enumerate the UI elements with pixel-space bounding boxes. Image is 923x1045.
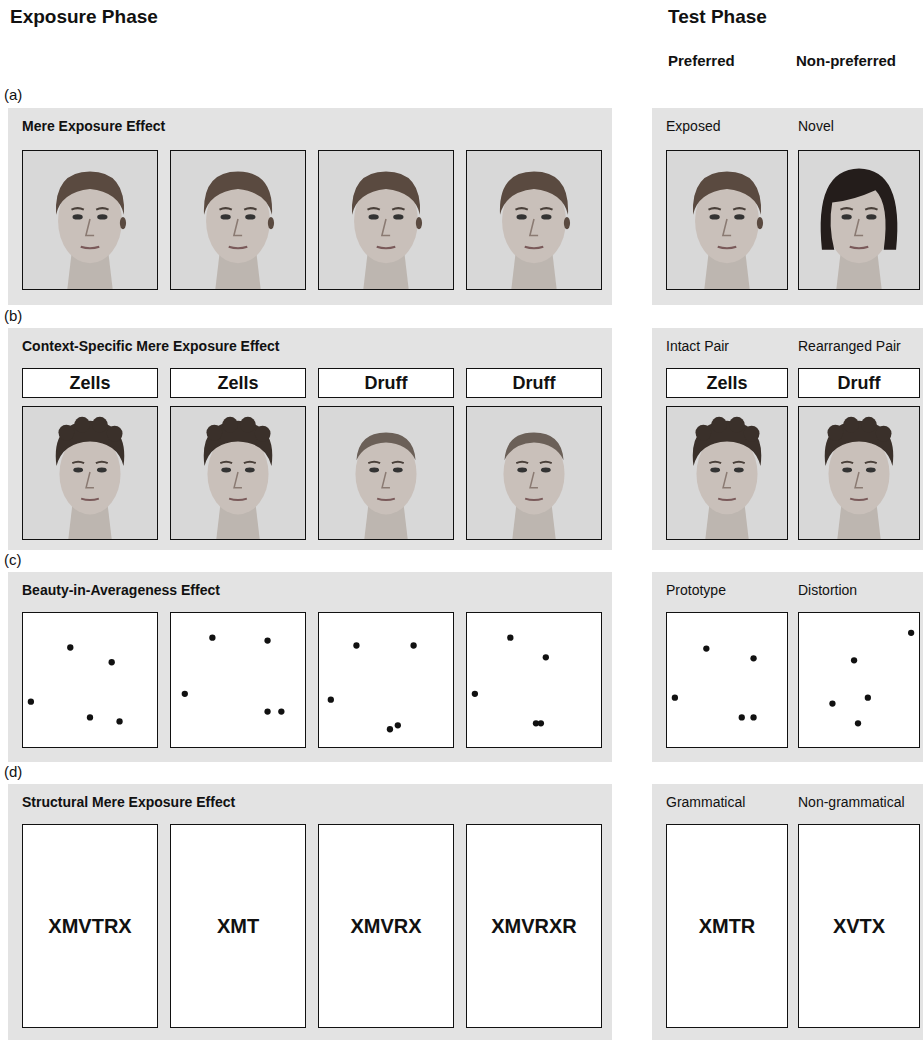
column-label: Grammatical xyxy=(666,794,745,811)
photo-frame xyxy=(798,406,920,540)
dot-pattern xyxy=(799,613,919,747)
face-photo xyxy=(319,151,453,289)
name-label: Zells xyxy=(69,373,110,394)
face-photo xyxy=(799,407,919,539)
column-label: Distortion xyxy=(798,582,857,599)
effect-heading: Context-Specific Mere Exposure Effect xyxy=(22,338,280,355)
phase-heading: Preferred xyxy=(668,52,735,70)
letter-string: XMVRXR xyxy=(491,915,577,938)
dot-frame xyxy=(318,612,454,748)
photo-frame xyxy=(22,406,158,540)
photo-frame xyxy=(170,150,306,290)
photo-frame xyxy=(666,406,788,540)
letter-string-box: XMT xyxy=(170,824,306,1028)
name-label-box: Zells xyxy=(170,368,306,398)
letter-string-box: XVTX xyxy=(798,824,920,1028)
photo-frame xyxy=(466,406,602,540)
name-label-box: Zells xyxy=(22,368,158,398)
letter-string-box: XMTR xyxy=(666,824,788,1028)
dot-pattern xyxy=(171,613,305,747)
letter-string-box: XMVRX xyxy=(318,824,454,1028)
letter-string: XMVTRX xyxy=(48,915,131,938)
dot-frame xyxy=(798,612,920,748)
name-label: Zells xyxy=(217,373,258,394)
panel: Prototype Distortion xyxy=(652,572,923,762)
face-photo xyxy=(23,407,157,539)
name-label: Zells xyxy=(706,373,747,394)
photo-frame xyxy=(318,150,454,290)
panel: Context-Specific Mere Exposure EffectZel… xyxy=(8,328,612,550)
panel: Mere Exposure Effect xyxy=(8,108,612,305)
dot-pattern xyxy=(667,613,787,747)
phase-heading: Exposure Phase xyxy=(10,6,158,29)
photo-frame xyxy=(318,406,454,540)
column-label: Non-grammatical xyxy=(798,794,905,811)
letter-string: XMTR xyxy=(699,915,756,938)
photo-frame xyxy=(798,150,920,290)
dot-frame xyxy=(666,612,788,748)
face-photo xyxy=(467,151,601,289)
letter-string: XMVRX xyxy=(350,915,421,938)
face-photo xyxy=(319,407,453,539)
phase-heading: Test Phase xyxy=(668,6,767,29)
name-label: Druff xyxy=(365,373,408,394)
photo-frame xyxy=(22,150,158,290)
column-label: Prototype xyxy=(666,582,726,599)
face-photo xyxy=(171,407,305,539)
column-label: Novel xyxy=(798,118,834,135)
phase-heading: Non-preferred xyxy=(796,52,896,70)
letter-string-box: XMVTRX xyxy=(22,824,158,1028)
panel-letter: (a) xyxy=(4,86,22,104)
panel: Exposed Novel xyxy=(652,108,923,305)
face-photo xyxy=(171,151,305,289)
panel: Grammatical Non-grammaticalXMTR XVTX xyxy=(652,784,923,1040)
dot-frame xyxy=(466,612,602,748)
dot-pattern xyxy=(319,613,453,747)
name-label: Druff xyxy=(513,373,556,394)
face-photo xyxy=(799,151,919,289)
name-label-box: Druff xyxy=(466,368,602,398)
dot-pattern xyxy=(467,613,601,747)
name-label-box: Zells xyxy=(666,368,788,398)
panel: Intact Pair Rearranged PairZells Druff xyxy=(652,328,923,550)
column-label: Intact Pair xyxy=(666,338,729,355)
column-label: Rearranged Pair xyxy=(798,338,901,355)
dot-pattern xyxy=(23,613,157,747)
dot-frame xyxy=(22,612,158,748)
panel-letter: (b) xyxy=(4,307,22,325)
face-photo xyxy=(667,407,787,539)
name-label-box: Druff xyxy=(798,368,920,398)
effect-heading: Structural Mere Exposure Effect xyxy=(22,794,235,811)
effect-heading: Beauty-in-Averageness Effect xyxy=(22,582,220,599)
face-photo xyxy=(467,407,601,539)
dot-frame xyxy=(170,612,306,748)
letter-string: XVTX xyxy=(833,915,885,938)
face-photo xyxy=(23,151,157,289)
face-photo xyxy=(667,151,787,289)
photo-frame xyxy=(666,150,788,290)
column-label: Exposed xyxy=(666,118,720,135)
effect-heading: Mere Exposure Effect xyxy=(22,118,165,135)
panel: Beauty-in-Averageness Effect xyxy=(8,572,612,762)
letter-string: XMT xyxy=(217,915,259,938)
photo-frame xyxy=(466,150,602,290)
photo-frame xyxy=(170,406,306,540)
letter-string-box: XMVRXR xyxy=(466,824,602,1028)
name-label-box: Druff xyxy=(318,368,454,398)
panel-letter: (d) xyxy=(4,763,22,781)
name-label: Druff xyxy=(838,373,881,394)
panel-letter: (c) xyxy=(4,551,22,569)
panel: Structural Mere Exposure EffectXMVTRX XMT… xyxy=(8,784,612,1040)
